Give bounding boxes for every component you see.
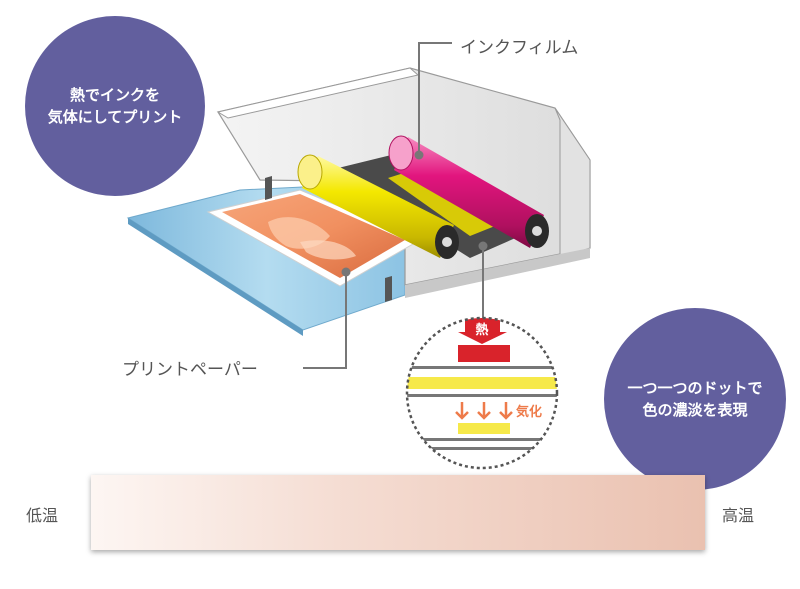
temperature-gradient-bar	[91, 475, 705, 550]
paper-leader	[303, 272, 347, 369]
ink-film-leader	[418, 42, 452, 155]
heat-arrow	[458, 318, 507, 344]
dot-shading-bubble: 一つ一つのドットで 色の濃淡を表現	[604, 308, 786, 490]
heat-label: 熱	[475, 322, 488, 338]
vaporized-dot	[458, 423, 510, 434]
ink-film-label: インクフィルム	[460, 38, 579, 58]
printer-housing-floor	[405, 248, 590, 298]
printer-housing-right	[554, 107, 591, 259]
bubble-left-line-2: 気体にしてプリント	[47, 108, 183, 126]
heat-element	[458, 345, 510, 362]
vaporize-label: 気化	[516, 404, 542, 420]
bubble-right-line-1: 一つ一つのドットで	[627, 379, 763, 397]
high-temp-label: 高温	[722, 506, 755, 525]
yellow-roller	[297, 154, 459, 259]
zoom-circle: 熱 気化	[405, 316, 559, 470]
paper-tray-front-edge	[128, 218, 303, 336]
low-temp-label: 低温	[26, 506, 59, 525]
bubble-right-line-2: 色の濃淡を表現	[642, 401, 748, 419]
print-paper-label: プリントペーパー	[122, 360, 258, 380]
vapor-arrows	[455, 402, 513, 420]
bubble-left-line-1: 熱でインクを	[69, 86, 160, 104]
ink-vaporize-bubble: 熱でインクを 気体にしてプリント	[25, 16, 205, 196]
magenta-roller	[388, 135, 549, 248]
